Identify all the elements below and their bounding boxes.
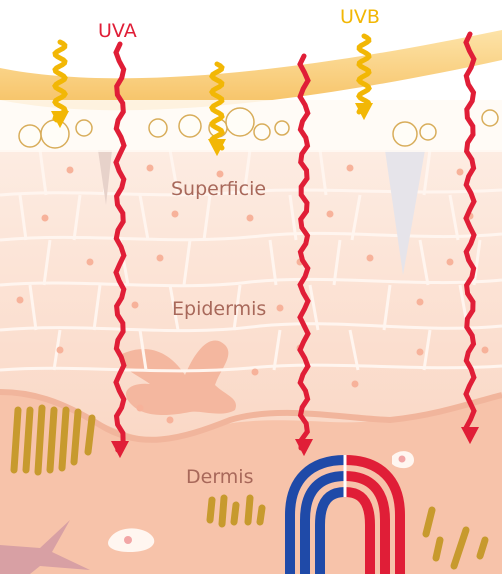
uvb-label: UVB [340, 8, 380, 27]
superficie-label: Superficie [171, 180, 266, 199]
skin-surface-band [0, 30, 502, 110]
epidermis-label: Epidermis [172, 300, 266, 319]
uva-label: UVA [98, 22, 137, 41]
dermis-label: Dermis [186, 468, 253, 487]
